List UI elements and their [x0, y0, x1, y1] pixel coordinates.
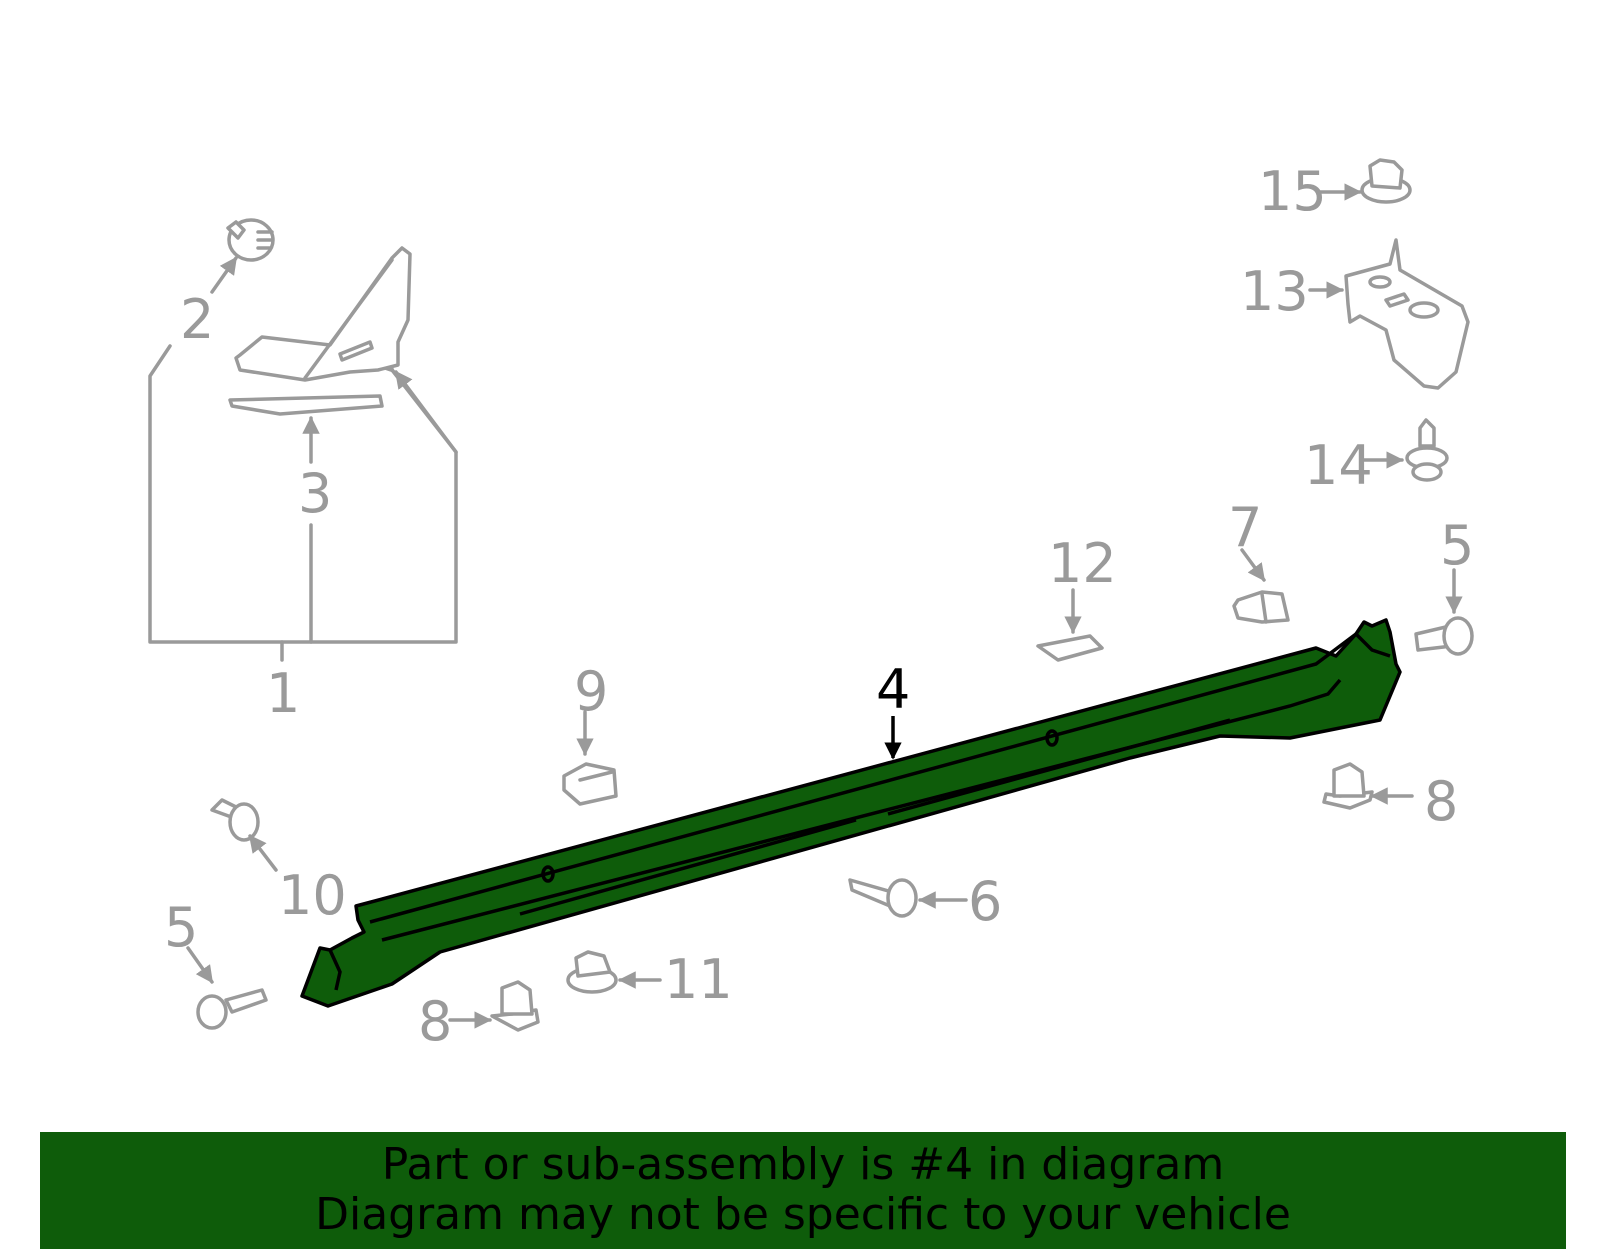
callout-9: 9	[574, 660, 608, 723]
part-8-clip-right	[1322, 762, 1414, 810]
callout-11: 11	[664, 948, 733, 1011]
callout-8-left: 8	[418, 990, 452, 1053]
part-14-bolt	[1362, 418, 1449, 482]
callout-14: 14	[1304, 434, 1373, 497]
callout-5-right: 5	[1440, 514, 1474, 577]
callout-6: 6	[968, 870, 1002, 933]
info-banner: Part or sub-assembly is #4 in diagram Di…	[40, 1132, 1566, 1249]
banner-line-2: Diagram may not be specific to your vehi…	[315, 1189, 1291, 1240]
part-9-spacer	[562, 710, 618, 806]
part-11-nut	[566, 950, 662, 994]
callout-1: 1	[266, 662, 300, 725]
part-12-pad	[1036, 588, 1104, 662]
part-8-clip-left	[448, 980, 540, 1032]
part-10-clip	[210, 798, 278, 872]
callout-4: 4	[876, 658, 910, 721]
banner-line-1: Part or sub-assembly is #4 in diagram	[381, 1139, 1225, 1190]
callout-13: 13	[1240, 260, 1309, 323]
part-2-clip	[226, 218, 275, 262]
part-1-assembly	[148, 218, 458, 662]
callout-15: 15	[1258, 160, 1327, 223]
part-4-rocker-molding	[300, 618, 1402, 1008]
callout-12: 12	[1048, 532, 1117, 595]
part-13-bracket	[1308, 238, 1470, 390]
part-7-retainer	[1232, 548, 1290, 624]
callout-10: 10	[278, 864, 347, 927]
callout-5-left: 5	[164, 896, 198, 959]
callout-3: 3	[298, 462, 332, 525]
part-5-screw-right	[1414, 568, 1474, 656]
part-6-screw	[848, 878, 968, 918]
part-5-screw-left	[186, 946, 268, 1030]
part-15-clip	[1318, 158, 1412, 204]
callout-8-right: 8	[1424, 770, 1458, 833]
callout-2: 2	[180, 288, 214, 351]
callout-7: 7	[1228, 496, 1262, 559]
